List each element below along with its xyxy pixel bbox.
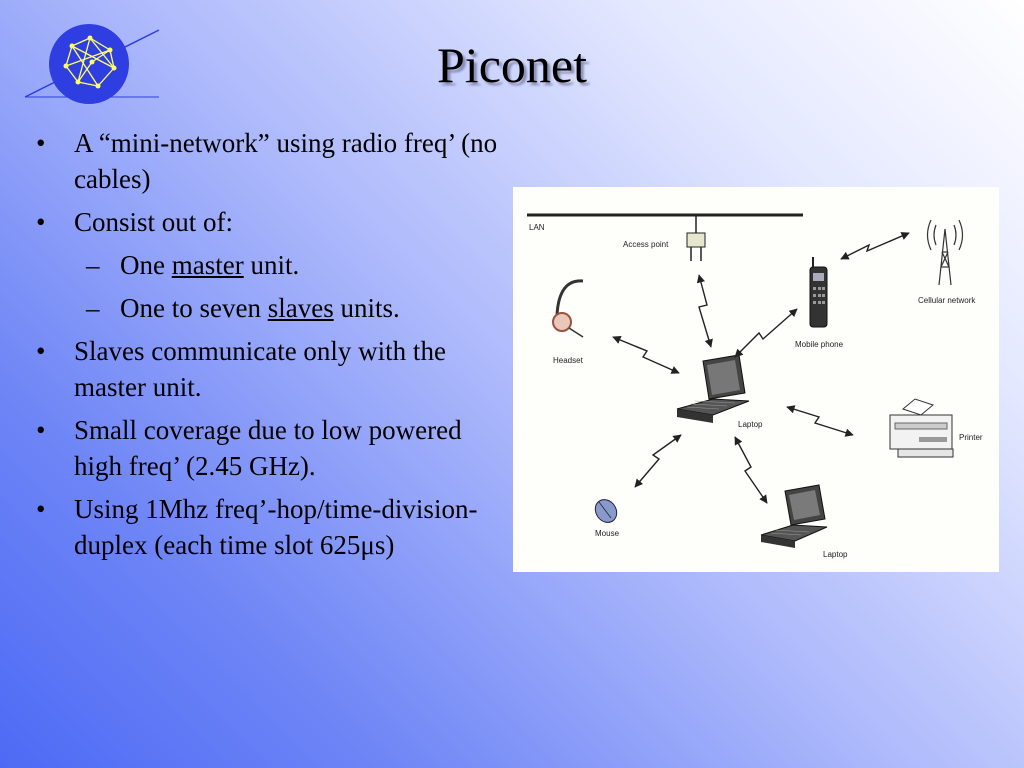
piconet-diagram: LAN Access point Cellular network xyxy=(513,187,999,572)
sub-bullet-text-post: units. xyxy=(333,293,400,323)
printer-label: Printer xyxy=(959,433,983,442)
sub-bullet-text-pre: One to seven xyxy=(120,293,268,323)
bullet-mark: • xyxy=(36,494,46,524)
lan-label: LAN xyxy=(529,223,545,232)
radio-link-printer xyxy=(786,405,854,437)
mouse-icon xyxy=(594,499,618,523)
radio-link-headset xyxy=(612,335,680,374)
bullet-item: • Small coverage due to low powered high… xyxy=(30,412,510,484)
headset-label: Headset xyxy=(553,356,584,365)
bullet-item: • Slaves communicate only with the maste… xyxy=(30,333,510,405)
radio-link-ap xyxy=(696,274,713,348)
sub-bullet-item: – One master unit. xyxy=(30,247,510,283)
radio-link-phone xyxy=(734,308,798,358)
bullet-text: Using 1Mhz freq’-hop/time-division-duple… xyxy=(74,494,478,560)
slaves-link[interactable]: slaves xyxy=(267,293,334,323)
laptop-slave-icon xyxy=(760,484,828,548)
cellular-network-label: Cellular network xyxy=(918,296,976,305)
access-point-label: Access point xyxy=(623,240,669,249)
mobile-phone-label: Mobile phone xyxy=(795,340,844,349)
radio-link-cellular xyxy=(840,232,910,260)
headset-icon xyxy=(552,279,584,338)
bullet-mark: • xyxy=(36,336,46,366)
bullet-mark: • xyxy=(36,415,46,445)
sub-bullet-item: – One to seven slaves units. xyxy=(30,290,510,326)
master-link[interactable]: master xyxy=(171,250,244,280)
slide-title: Piconet xyxy=(437,37,587,93)
printer-icon xyxy=(889,398,954,458)
bullet-text: Consist out of: xyxy=(74,207,234,237)
globe-network-logo-icon xyxy=(24,24,160,104)
mouse-label: Mouse xyxy=(595,529,620,538)
bullet-mark: • xyxy=(36,207,46,237)
radio-link-slave xyxy=(734,436,768,504)
sub-bullet-text-pre: One xyxy=(120,250,172,280)
bullet-text: Slaves communicate only with the master … xyxy=(74,336,446,402)
bullet-text: Small coverage due to low powered high f… xyxy=(74,415,462,481)
sub-bullet-text-post: unit. xyxy=(243,250,300,280)
bullet-mark: • xyxy=(36,128,46,158)
laptop-master-icon xyxy=(676,354,750,423)
bullet-text: A “mini-network” using radio freq’ (no c… xyxy=(74,128,498,194)
sub-bullet-mark: – xyxy=(86,293,100,323)
mobile-phone-icon xyxy=(809,257,828,328)
bullet-item: • Consist out of: xyxy=(30,204,510,240)
bullet-item: • A “mini-network” using radio freq’ (no… xyxy=(30,125,510,197)
cellular-tower-icon xyxy=(926,219,964,286)
laptop-master-label: Laptop xyxy=(738,420,763,429)
radio-link-mouse xyxy=(634,434,682,488)
access-point-icon xyxy=(686,215,706,261)
sub-bullet-mark: – xyxy=(86,250,100,280)
bullet-item: • Using 1Mhz freq’-hop/time-division-dup… xyxy=(30,491,510,563)
laptop-slave-label: Laptop xyxy=(823,550,848,559)
bullet-list: • A “mini-network” using radio freq’ (no… xyxy=(30,125,510,570)
